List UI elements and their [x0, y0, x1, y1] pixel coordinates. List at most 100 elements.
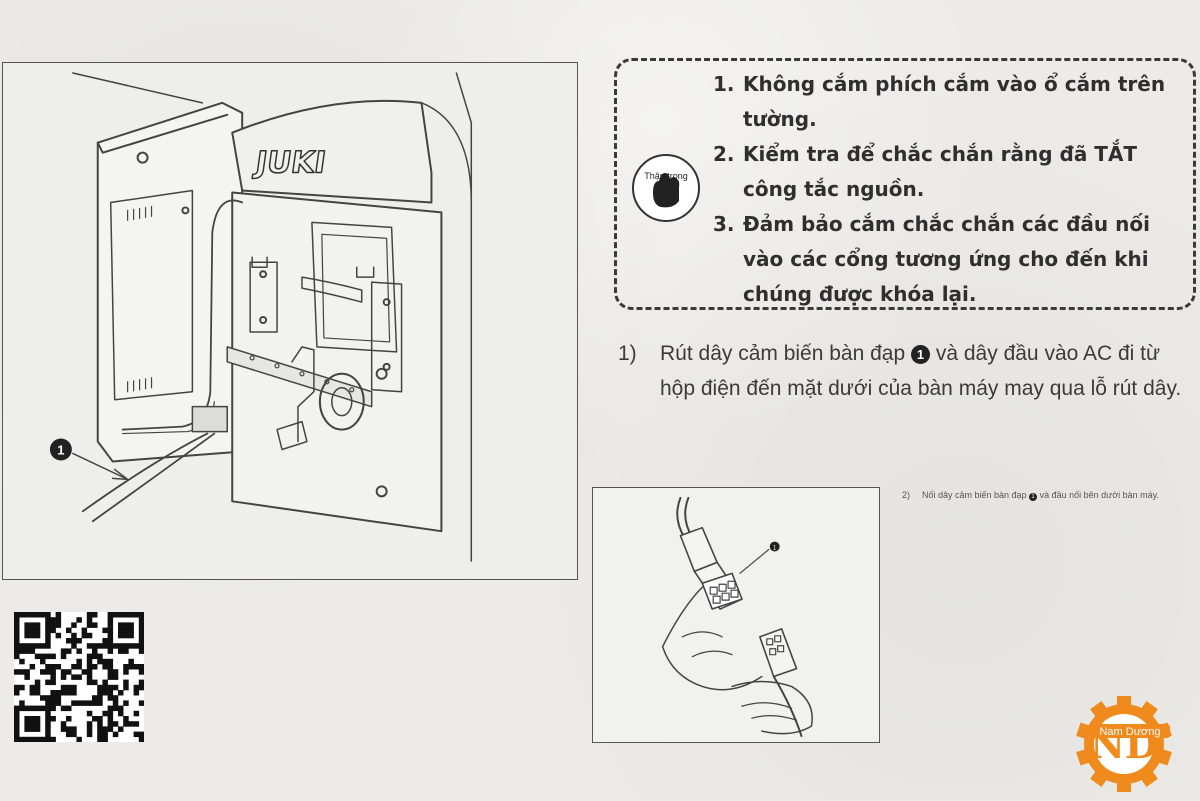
qr-module [14, 627, 20, 634]
qr-module [29, 726, 36, 732]
qr-module [133, 643, 140, 649]
qr-module [107, 648, 114, 654]
qr-module [55, 632, 62, 639]
qr-module [14, 716, 20, 722]
qr-module [123, 716, 129, 722]
qr-module [45, 726, 51, 732]
qr-module [112, 674, 119, 680]
qr-module [97, 658, 103, 665]
qr-module [60, 669, 67, 675]
qr-module [50, 674, 56, 680]
qr-module [14, 648, 20, 654]
gear-tooth [1117, 696, 1131, 710]
qr-module [24, 721, 30, 727]
qr-module [71, 632, 77, 639]
qr-module [97, 684, 103, 691]
qr-module [118, 690, 124, 696]
qr-module [14, 612, 20, 618]
qr-module [102, 638, 108, 644]
qr-module [14, 690, 20, 696]
qr-module [102, 736, 108, 743]
qr-module [92, 679, 98, 686]
qr-module [102, 658, 108, 665]
qr-module [133, 710, 140, 717]
main-callout-number: 1 [57, 442, 64, 457]
qr-module [55, 700, 62, 706]
qr-module [81, 627, 88, 634]
qr-module [40, 669, 46, 675]
qr-module [60, 653, 67, 660]
qr-module [76, 617, 82, 623]
qr-module [66, 705, 72, 712]
qr-module [50, 669, 56, 675]
qr-module [19, 643, 25, 649]
qr-module [29, 643, 36, 649]
gear-tooth [1090, 701, 1110, 721]
qr-module [14, 684, 20, 691]
qr-module [133, 721, 140, 727]
qr-module [24, 669, 30, 675]
qr-module [29, 627, 36, 634]
qr-module [112, 731, 119, 738]
qr-module [107, 726, 114, 732]
qr-module [107, 643, 114, 649]
qr-module [81, 700, 88, 706]
qr-module [50, 627, 56, 634]
qr-module [107, 627, 114, 634]
qr-module [112, 705, 119, 712]
qr-module [71, 643, 77, 649]
qr-module [97, 643, 103, 649]
qr-module [92, 700, 98, 706]
qr-module [97, 700, 103, 706]
qr-module [138, 622, 145, 628]
qr-module [123, 669, 129, 675]
qr-module [60, 648, 67, 654]
qr-module [50, 679, 56, 686]
qr-module [19, 648, 25, 654]
qr-module [123, 664, 129, 670]
qr-module [71, 684, 77, 691]
qr-module [138, 612, 145, 618]
qr-module [45, 622, 51, 628]
qr-module [118, 705, 124, 712]
qr-module [76, 674, 82, 680]
caution-item: 2. Kiểm tra để chắc chắn rằng đã TẮT côn… [713, 142, 1138, 201]
qr-module [138, 684, 145, 691]
qr-module [123, 632, 129, 639]
step-2-text: Nối dây cảm biến bàn đạp 1 và đầu nối bê… [922, 490, 1159, 501]
qr-module [45, 695, 51, 701]
qr-module [66, 726, 72, 732]
brand-logo-text: JUKI [252, 146, 329, 181]
qr-module [24, 648, 30, 654]
caution-icon-label: Thận trọng [644, 171, 688, 181]
qr-module [133, 690, 140, 696]
qr-module [97, 653, 103, 660]
callout-bullet: 1 [911, 345, 931, 364]
qr-module [66, 684, 72, 691]
qr-module [107, 705, 114, 712]
qr-module [45, 632, 51, 639]
qr-module [55, 622, 62, 628]
qr-module [66, 731, 72, 738]
qr-module [50, 653, 56, 660]
qr-module [138, 627, 145, 634]
qr-module [118, 622, 124, 628]
qr-module [128, 664, 134, 670]
qr-code [14, 612, 145, 743]
qr-module [107, 716, 114, 722]
qr-module [55, 617, 62, 623]
qr-module [66, 627, 72, 634]
qr-module [97, 716, 103, 722]
qr-module [14, 669, 20, 675]
qr-module [60, 690, 67, 696]
qr-module [71, 638, 77, 644]
caution-item: 1. Không cắm phích cắm vào ổ cắm trên tư… [713, 72, 1166, 131]
small-callout-number: 1 [773, 546, 777, 552]
qr-module [76, 648, 82, 654]
qr-module [92, 643, 98, 649]
qr-module [29, 632, 36, 639]
qr-module [107, 622, 114, 628]
qr-module [14, 726, 20, 732]
qr-module [24, 612, 30, 618]
qr-module [107, 664, 114, 670]
